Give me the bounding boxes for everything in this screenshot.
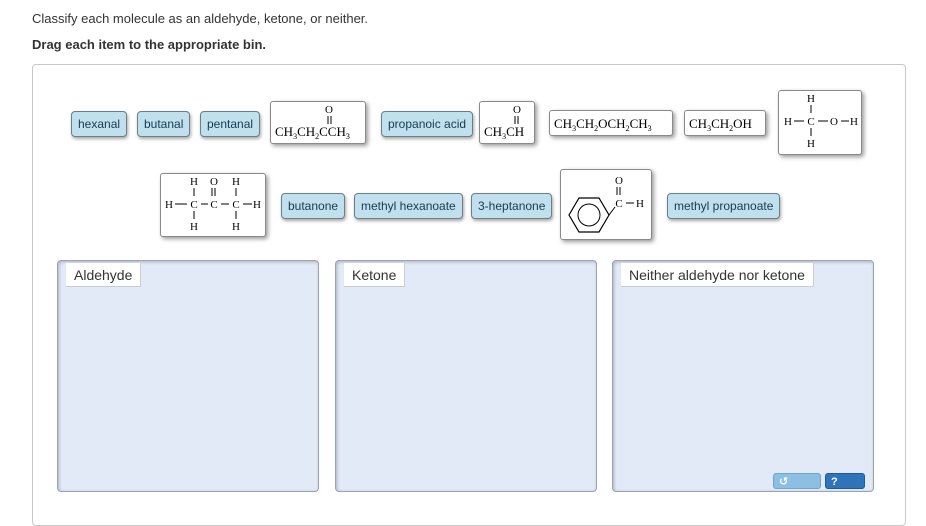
svg-text:O: O (210, 176, 218, 188)
chip-methyl-hexanoate[interactable]: methyl hexanoate (354, 193, 463, 219)
svg-text:CH3CH2OCH2CH3: CH3CH2OCH2CH3 (554, 116, 652, 133)
svg-text:H: H (850, 116, 858, 128)
svg-text:H: H (807, 93, 815, 105)
svg-text:C: C (232, 199, 239, 211)
molecule-benzaldehyde[interactable]: O C H (560, 169, 652, 240)
reset-icon: ↺ (779, 476, 789, 488)
svg-text:H: H (190, 176, 198, 188)
svg-text:H: H (232, 176, 240, 188)
chip-3-heptanone[interactable]: 3-heptanone (471, 193, 553, 219)
bin-neither[interactable]: Neither aldehyde nor ketone (612, 260, 874, 492)
chip-butanal[interactable]: butanal (137, 111, 191, 137)
molecule-ch3ch-drawing: O CH3CH (484, 104, 524, 141)
svg-text:CH3CH: CH3CH (484, 124, 524, 141)
bin-aldehyde[interactable]: Aldehyde (57, 260, 319, 492)
svg-text:O: O (830, 116, 838, 128)
molecule-acetone-structure[interactable]: H O H H C C C H H H (160, 173, 266, 237)
bin-aldehyde-label: Aldehyde (66, 263, 142, 287)
molecule-benzaldehyde-drawing: O C H (568, 175, 644, 233)
molecule-acetone-drawing: H O H H C C C H H H (165, 176, 261, 233)
svg-text:H: H (165, 199, 173, 211)
molecule-methanol-structure[interactable]: H H C O H H (778, 90, 862, 155)
svg-text:O: O (615, 175, 623, 187)
reset-label: reset (779, 492, 806, 504)
svg-text:C: C (210, 199, 217, 211)
chip-propanoic-acid[interactable]: propanoic acid (381, 111, 474, 137)
svg-text:H: H (232, 221, 240, 233)
svg-text:H: H (253, 199, 261, 211)
svg-text:H: H (784, 116, 792, 128)
molecule-ethanol-drawing: CH3CH2OH (689, 116, 752, 133)
molecule-ether[interactable]: CH3CH2OCH2CH3 (549, 110, 673, 136)
svg-text:H: H (190, 221, 198, 233)
svg-text:C: C (190, 199, 197, 211)
instruction-drag: Drag each item to the appropriate bin. (32, 37, 267, 52)
bin-neither-label: Neither aldehyde nor ketone (621, 263, 814, 287)
svg-text:H: H (636, 198, 644, 210)
molecule-methanol-drawing: H H C O H H (784, 93, 858, 150)
svg-text:O: O (325, 104, 333, 116)
svg-text:CH3CH2OH: CH3CH2OH (689, 116, 752, 133)
chip-methyl-propanoate[interactable]: methyl propanoate (667, 193, 781, 219)
svg-text:CH3CH2CCH3: CH3CH2CCH3 (275, 124, 350, 141)
instruction-text: Classify each molecule as an aldehyde, k… (32, 11, 369, 26)
svg-text:O: O (513, 104, 521, 116)
svg-text:C: C (615, 198, 622, 210)
molecule-ether-drawing: CH3CH2OCH2CH3 (554, 116, 652, 133)
reset-button[interactable]: ↺ reset (773, 473, 821, 504)
bin-ketone-label: Ketone (344, 263, 406, 287)
molecule-ch3ch2cch3-drawing: O CH3CH2CCH3 (275, 104, 350, 141)
chip-pentanal[interactable]: pentanal (200, 111, 261, 137)
chip-hexanal[interactable]: hexanal (71, 111, 128, 137)
svg-text:H: H (807, 138, 815, 150)
molecule-ch3ch2cch3[interactable]: O CH3CH2CCH3 (270, 101, 366, 144)
molecule-ethanol[interactable]: CH3CH2OH (684, 110, 766, 136)
chip-butanone[interactable]: butanone (281, 193, 346, 219)
molecule-ch3ch[interactable]: O CH3CH (479, 101, 535, 144)
bin-ketone[interactable]: Ketone (335, 260, 597, 492)
svg-text:C: C (807, 116, 814, 128)
help-button[interactable]: ? help (825, 473, 865, 504)
